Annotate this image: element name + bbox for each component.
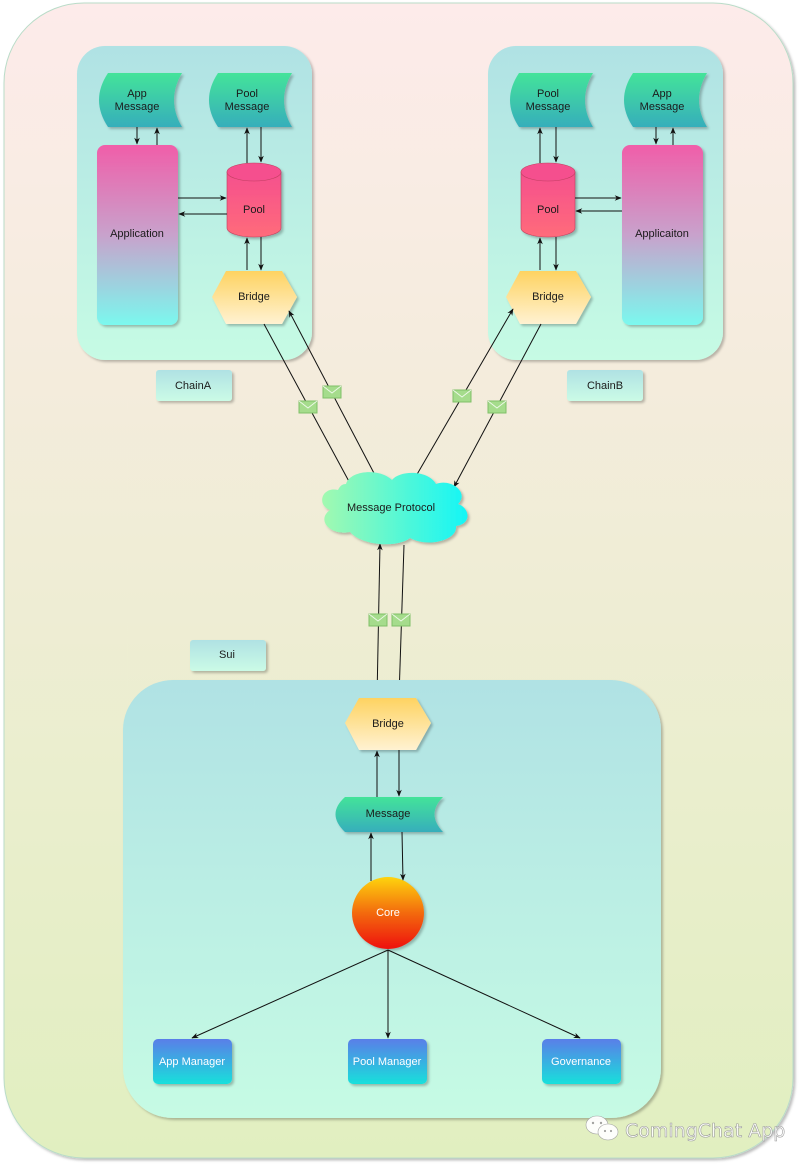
core-node[interactable]: Core [352,877,424,949]
envelope-icon [391,613,411,627]
message-protocol-node[interactable]: Message Protocol [322,472,468,545]
chain-a-label: ChainA [175,380,212,392]
sui-bridge-label: Bridge [372,718,404,730]
sui-label: Sui [219,649,235,661]
chain-b-pool-message-line1: Pool [537,88,559,100]
chain-b-label-box: ChainB [567,370,643,401]
chain-a-pool-label: Pool [243,204,265,216]
chain-a-pool-node[interactable]: Pool [226,162,282,238]
chain-b-app-message-line2: Message [640,101,685,113]
pool-manager-node[interactable]: Pool Manager [348,1039,427,1084]
app-manager-node[interactable]: App Manager [153,1039,232,1084]
chain-a-label-box: ChainA [156,370,232,401]
envelope-icon [298,400,318,414]
chain-b-pool-message-line2: Message [526,101,571,113]
envelope-icon [368,613,388,627]
wechat-icon [585,1115,619,1141]
chain-b-app-message-node[interactable]: App Message [624,73,707,127]
governance-label: Governance [551,1056,611,1068]
chain-a-app-message-line1: App [127,88,147,100]
chain-a-app-message-line2: Message [115,101,160,113]
chain-b-label: ChainB [587,380,623,392]
chain-b-pool-node[interactable]: Pool [520,162,576,238]
chain-b-group: Pool Message App Message Pool Applicaito… [488,46,723,360]
chain-b-application-node[interactable]: Applicaiton [622,145,703,325]
envelope-icon [487,400,507,414]
edge-core-to-governance [387,949,581,1039]
chain-b-bridge-node[interactable]: Bridge [506,271,591,324]
edge-core-to-app-manager [191,949,389,1039]
chain-b-pool-message-node[interactable]: Pool Message [510,73,593,127]
watermark: ComingChat App [585,1115,786,1142]
edge-message-to-core [400,831,406,881]
chain-a-bridge-label: Bridge [238,291,270,303]
sui-message-node[interactable]: Message [335,797,444,832]
message-protocol-label: Message Protocol [347,502,435,514]
chain-a-pool-message-line2: Message [225,101,270,113]
chain-a-application-node[interactable]: Application [97,145,178,325]
core-label: Core [376,907,400,919]
chain-a-bridge-node[interactable]: Bridge [212,271,297,324]
governance-node[interactable]: Governance [542,1039,621,1084]
chain-b-bridge-label: Bridge [532,291,564,303]
sui-bridge-node[interactable]: Bridge [345,698,431,750]
chain-b-application-label: Applicaiton [635,228,689,240]
chain-b-app-message-line1: App [652,88,672,100]
sui-group: Bridge Message Core App Manager Pool Man… [123,680,661,1118]
chain-b-pool-label: Pool [537,204,559,216]
envelope-icon [452,389,472,403]
envelope-icon [322,385,342,399]
chain-a-pool-message-line1: Pool [236,88,258,100]
sui-message-label: Message [366,808,411,820]
chain-a-app-message-node[interactable]: App Message [99,73,182,127]
sui-label-box: Sui [190,640,266,671]
watermark-text: ComingChat App [625,1120,785,1142]
chain-a-application-label: Application [110,228,164,240]
chain-a-group: App Message Pool Message Application Poo… [77,46,312,360]
app-manager-label: App Manager [159,1056,225,1068]
pool-manager-label: Pool Manager [353,1056,422,1068]
chain-a-pool-message-node[interactable]: Pool Message [209,73,292,127]
